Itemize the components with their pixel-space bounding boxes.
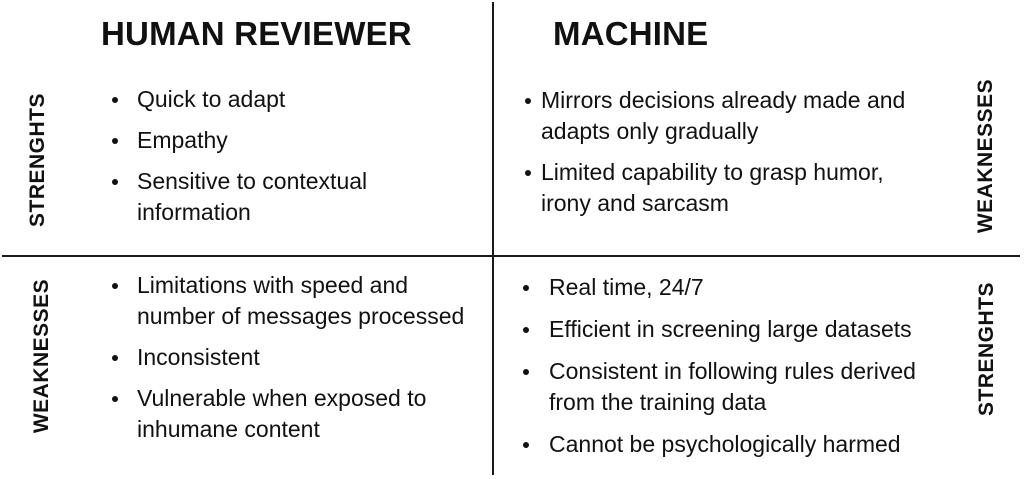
list-item: Inconsistent [112, 342, 464, 373]
bullet-icon [112, 138, 118, 144]
human-reviewer-heading: HUMAN REVIEWER [101, 15, 412, 52]
item-line: adapts only gradually [541, 118, 759, 144]
item-line: Consistent in following rules derived [549, 358, 916, 384]
item-line: Mirrors decisions already made and [541, 87, 906, 113]
human-strengths-label: STRENGHTS [26, 92, 49, 228]
item-line: Real time, 24/7 [549, 274, 704, 300]
item-line: irony and sarcasm [541, 190, 729, 216]
item-line: Limitations with speed and [137, 272, 409, 298]
horizontal-divider [2, 255, 1020, 257]
list-item: Sensitive to contextual information [112, 166, 368, 228]
item-line: Limited capability to grasp humor, [541, 159, 884, 185]
item-line: Inconsistent [137, 344, 260, 370]
machine-weaknesses-list: Mirrors decisions already made and adapt… [525, 85, 906, 229]
machine-strengths-label: STRENGHTS [975, 281, 998, 417]
list-item: Cannot be psychologically harmed [523, 429, 916, 460]
bullet-icon [112, 283, 118, 289]
list-item: Quick to adapt [112, 84, 367, 115]
bullet-icon [523, 442, 529, 448]
item-line: Sensitive to contextual [137, 168, 368, 194]
bullet-icon [525, 170, 531, 176]
item-line: Vulnerable when exposed to [137, 385, 427, 411]
item-line: number of messages processed [137, 303, 465, 329]
list-item: Limited capability to grasp humor, irony… [525, 157, 905, 219]
item-line: Efficient in screening large datasets [549, 316, 912, 342]
vertical-divider [492, 2, 494, 475]
bullet-icon [523, 327, 529, 333]
machine-strengths-list: Real time, 24/7 Efficient in screening l… [523, 272, 916, 471]
list-item: Empathy [112, 125, 367, 156]
item-line: Empathy [137, 127, 228, 153]
item-line: inhumane content [137, 416, 320, 442]
machine-weaknesses-label: WEAKNESSES [974, 78, 997, 234]
list-item: Real time, 24/7 [523, 272, 916, 303]
machine-heading: MACHINE [553, 15, 709, 52]
bullet-icon [112, 396, 118, 402]
bullet-icon [523, 285, 529, 291]
list-item: Mirrors decisions already made and adapt… [525, 85, 906, 147]
human-weaknesses-label: WEAKNESSES [30, 278, 53, 434]
item-line: Cannot be psychologically harmed [549, 431, 901, 457]
bullet-icon [523, 369, 529, 375]
item-line: from the training data [549, 389, 767, 415]
human-strengths-list: Quick to adapt Empathy Sensitive to cont… [112, 84, 368, 238]
item-line: information [137, 199, 251, 225]
bullet-icon [112, 355, 118, 361]
human-weaknesses-list: Limitations with speed and number of mes… [112, 270, 465, 455]
list-item: Limitations with speed and number of mes… [112, 270, 465, 332]
list-item: Vulnerable when exposed to inhumane cont… [112, 383, 464, 445]
list-item: Consistent in following rules derived fr… [523, 356, 916, 418]
bullet-icon [525, 98, 531, 104]
bullet-icon [112, 97, 118, 103]
item-line: Quick to adapt [137, 86, 286, 112]
bullet-icon [112, 179, 118, 185]
list-item: Efficient in screening large datasets [523, 314, 916, 345]
